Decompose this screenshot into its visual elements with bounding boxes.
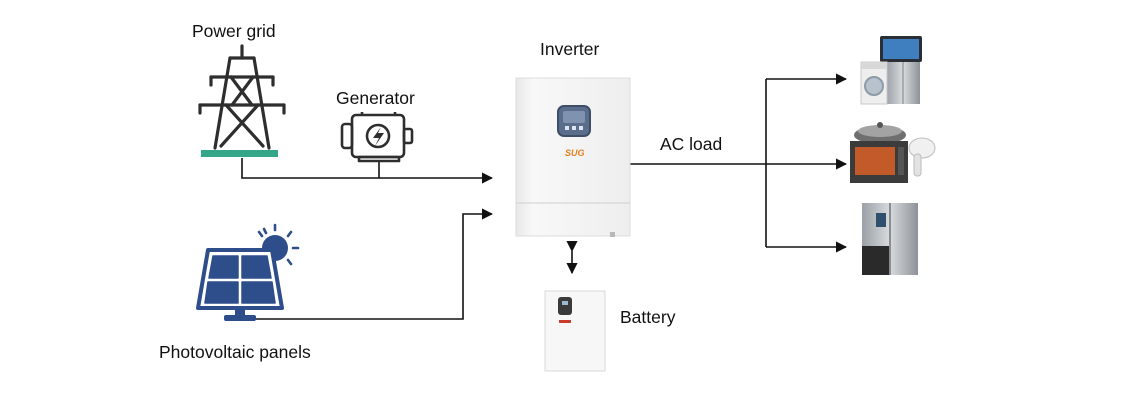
solar-panel-icon: [196, 248, 284, 321]
grid-to-inverter-line: [241, 158, 494, 184]
appliance-group-3: [862, 203, 918, 275]
power-grid-label: Power grid: [192, 21, 276, 41]
oven-icon: [850, 141, 908, 183]
pv-to-inverter-line: [238, 208, 494, 320]
battery-label: Battery: [620, 307, 676, 327]
washing-machine-icon: [860, 61, 888, 105]
connector-lines: [238, 73, 848, 320]
tower-base: [201, 150, 278, 157]
transmission-tower-icon: [198, 44, 286, 150]
inverter-device: SUG: [515, 77, 631, 237]
appliance-group-2: [850, 122, 936, 183]
double-door-fridge-icon: [862, 203, 918, 275]
hair-dryer-icon: [908, 137, 936, 177]
generator-label: Generator: [336, 88, 415, 108]
inverter-brand: SUG: [565, 148, 585, 158]
fridge-icon: [886, 62, 920, 104]
battery-device: [544, 290, 606, 372]
appliance-group-1: [860, 36, 922, 105]
wok-icon: [854, 122, 906, 144]
ac-load-label: AC load: [660, 134, 722, 154]
pv-panels-label: Photovoltaic panels: [159, 342, 311, 362]
inverter-label: Inverter: [540, 39, 599, 59]
generator-icon: [340, 112, 414, 163]
